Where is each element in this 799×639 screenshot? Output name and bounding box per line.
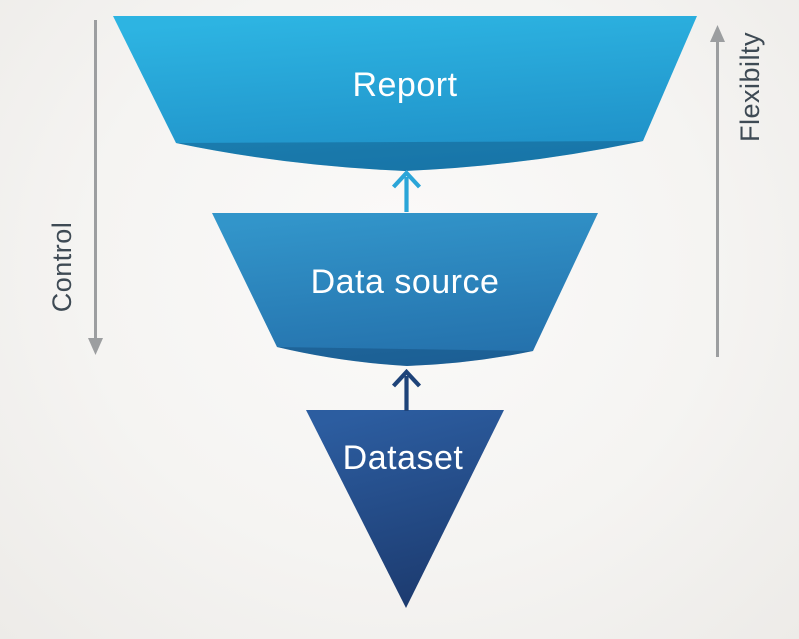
dataset-shape — [306, 410, 504, 608]
data-source-shape — [212, 213, 598, 366]
report-layer — [113, 16, 697, 171]
arrow-dataset-to-datasource — [391, 368, 422, 411]
data-source-fold-shade — [277, 347, 533, 366]
dataset-layer — [306, 410, 504, 608]
data-source-layer — [212, 213, 598, 366]
arrow-up-head-icon — [391, 169, 422, 189]
flexibility-axis — [710, 25, 725, 357]
report-fold-shade — [176, 141, 643, 171]
arrow-up-head-icon — [391, 368, 422, 388]
arrow-up-head-icon — [710, 25, 725, 42]
arrow-datasource-to-report — [391, 169, 422, 212]
report-shape — [113, 16, 697, 171]
control-axis — [88, 20, 103, 355]
arrow-down-head-icon — [88, 338, 103, 355]
